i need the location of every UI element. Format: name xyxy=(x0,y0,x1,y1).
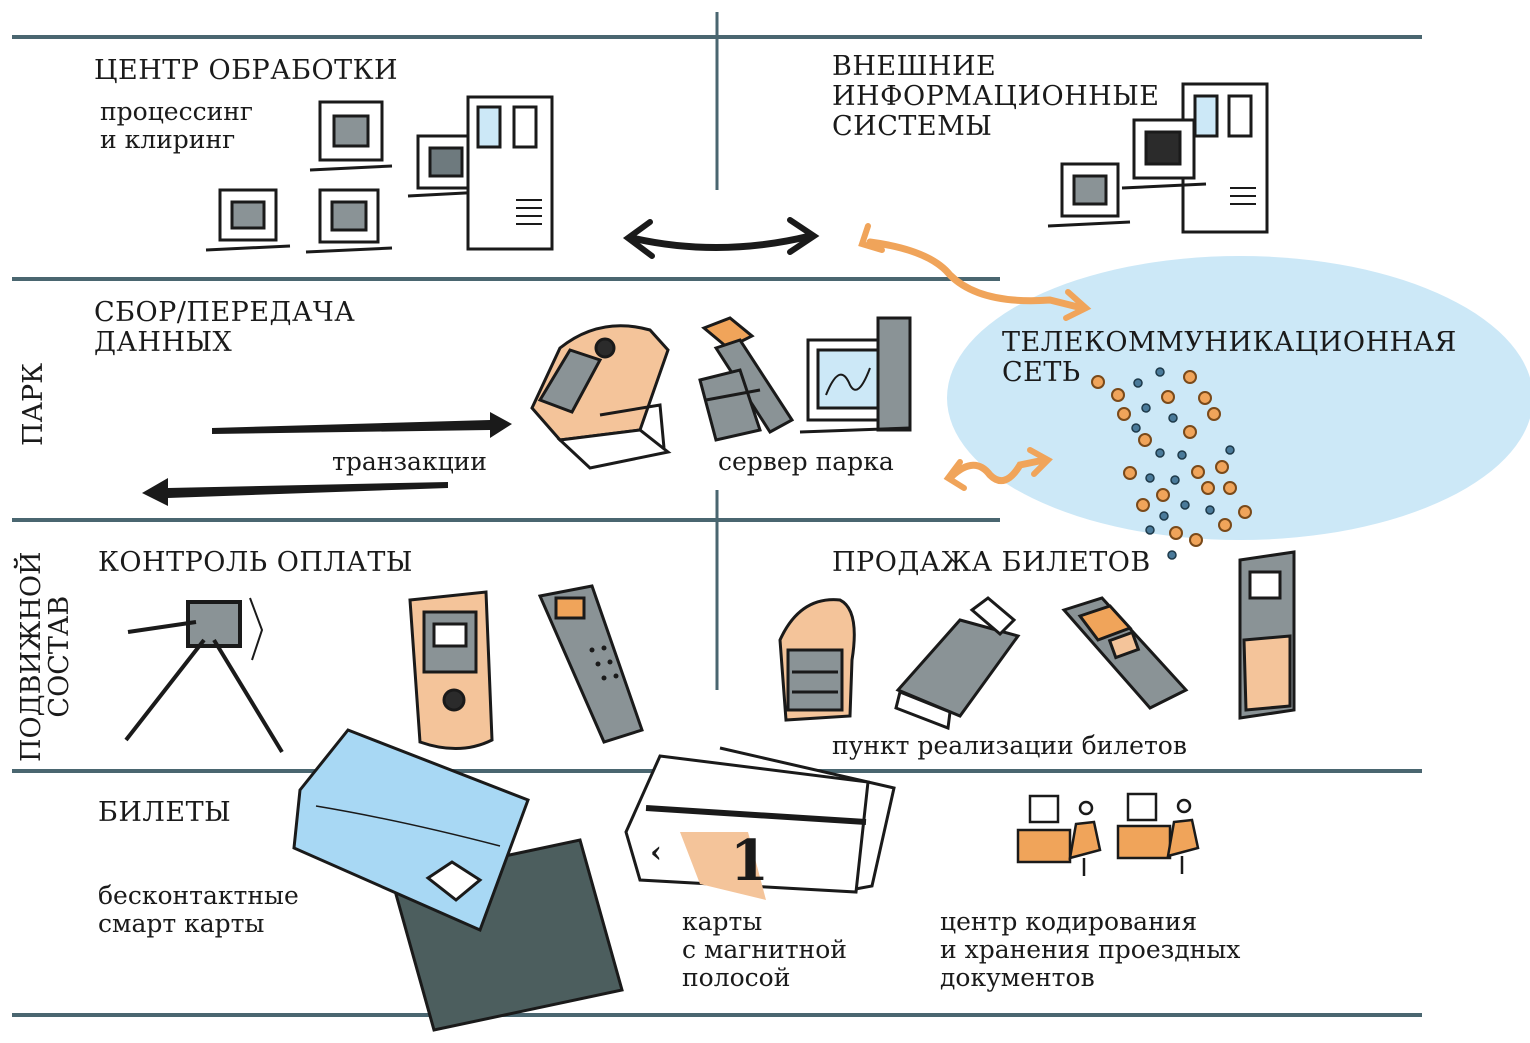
smart-card-icon xyxy=(292,728,624,1032)
encoding-center-icon xyxy=(1016,792,1200,876)
monitor-icon xyxy=(1121,118,1207,190)
ticket-point-label: пункт реализации билетов xyxy=(832,731,1187,760)
processing-center-caption: процессинг и клиринг xyxy=(100,97,254,154)
magnetic-cards-label: карты с магнитной полосой xyxy=(682,907,847,992)
encoding-center-label: центр кодирования и хранения проездных д… xyxy=(940,907,1241,992)
rolling-stock-side-label: ПОДВИЖНОЙ СОСТАВ xyxy=(16,551,76,762)
ticket-booth-icon xyxy=(778,598,856,722)
magnetic-card-icon xyxy=(624,746,896,900)
monitor-icon xyxy=(305,188,393,254)
divider-lines xyxy=(12,12,1422,1017)
monitor-icon xyxy=(1047,162,1131,228)
ticket-printer-icon xyxy=(1061,596,1189,710)
magnetic-card-arrow-mark: ‹ xyxy=(650,835,662,870)
turnstile-icon xyxy=(124,597,284,754)
server-tower-icon xyxy=(466,95,554,251)
processing-computers xyxy=(205,95,554,254)
network-cloud xyxy=(947,256,1530,540)
ticket-sales-title: ПРОДАЖА БИЛЕТОВ xyxy=(832,547,1151,578)
park-side-label: ПАРК xyxy=(18,362,49,446)
park-server-icon xyxy=(799,316,912,434)
fare-validator-icon xyxy=(408,590,494,751)
external-systems-title: ВНЕШНИЕ ИНФОРМАЦИОННЫЕ СИСТЕМЫ xyxy=(832,51,1160,143)
exchange-arrow xyxy=(622,217,820,259)
data-collection-title: СБОР/ПЕРЕДАЧА ДАННЫХ xyxy=(94,297,356,359)
network-link-arrow xyxy=(858,223,1092,321)
park-server-label: сервер парка xyxy=(718,447,894,476)
monitor-icon xyxy=(205,188,291,252)
vending-machine-icon xyxy=(1238,550,1296,720)
transactions-label: транзакции xyxy=(332,447,487,476)
tickets-title: БИЛЕТЫ xyxy=(98,797,232,828)
monitor-icon xyxy=(309,100,393,172)
processing-center-title: ЦЕНТР ОБРАБОТКИ xyxy=(94,55,399,86)
validator-device-icon xyxy=(530,324,672,470)
magnetic-card-number: 1 xyxy=(730,828,769,894)
server-tower-icon xyxy=(1181,82,1269,234)
smart-cards-label: бесконтактные смарт карты xyxy=(98,881,299,938)
pos-terminal-icon xyxy=(894,596,1021,731)
telecom-network-title: ТЕЛЕКОММУНИКАЦИОННАЯ СЕТЬ xyxy=(1002,327,1457,389)
network-nodes xyxy=(1091,367,1252,560)
external-computers xyxy=(1047,82,1269,234)
server-network-arrow xyxy=(943,447,1053,491)
handheld-terminal-icon xyxy=(537,584,644,744)
transaction-arrows xyxy=(142,412,512,506)
fare-control-title: КОНТРОЛЬ ОПЛАТЫ xyxy=(98,547,413,578)
park-terminal-icon xyxy=(698,316,795,442)
